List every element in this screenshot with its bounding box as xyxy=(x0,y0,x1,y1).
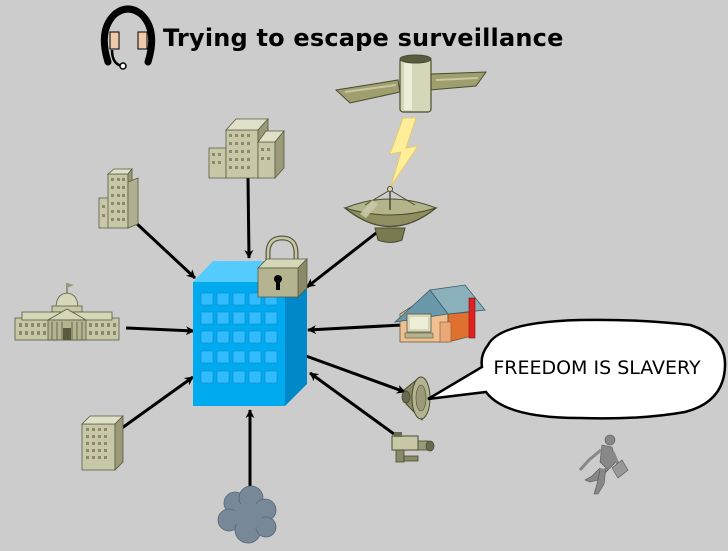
office-cluster-icon xyxy=(208,117,285,180)
arrow-capitol xyxy=(125,326,195,336)
arrow-house xyxy=(307,323,403,335)
page-title: Trying to escape surveillance xyxy=(163,24,564,52)
speech-bubble-text: FREEDOM IS SLAVERY xyxy=(493,357,701,379)
speech-bubble xyxy=(427,318,727,420)
satellite-dish-icon xyxy=(343,186,438,243)
lightning-icon xyxy=(389,117,420,187)
loudspeaker-icon xyxy=(401,376,431,421)
arrows xyxy=(121,177,406,488)
cloud-icon xyxy=(217,485,277,544)
video-camera-icon xyxy=(391,432,435,463)
small-building-icon xyxy=(81,415,124,471)
arrow-loudspeaker xyxy=(305,354,406,394)
capitol-building-icon xyxy=(14,283,120,341)
arrow-tower-left xyxy=(133,220,197,280)
headset-icon xyxy=(100,5,156,70)
skyscraper-icon xyxy=(98,167,139,229)
house-with-computer-icon xyxy=(393,284,486,343)
arrow-small-building xyxy=(121,375,194,430)
arrow-office-tall xyxy=(244,177,254,259)
padlock-icon xyxy=(257,235,308,298)
arrow-dish xyxy=(306,228,381,289)
running-man-with-briefcase-icon xyxy=(578,434,629,495)
arrow-camera xyxy=(309,371,395,436)
satellite-icon xyxy=(334,54,487,113)
